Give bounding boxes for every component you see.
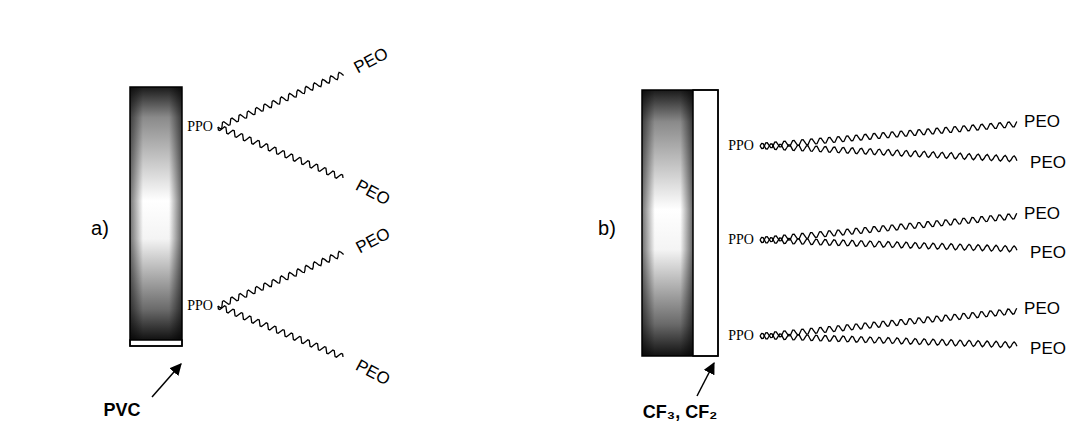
panel-label: a) [91,218,109,238]
anchor-block-label: PPO [187,120,213,134]
panel-label: b) [598,218,616,238]
anchor-block-label: PPO [728,329,754,343]
chain-label: PEO [353,224,393,256]
chain-label: PEO [353,356,393,388]
chain-label: PEO [1024,205,1060,222]
surface-label: CF₃, CF₂ [643,403,717,421]
anchor-block-label: PPO [187,299,213,313]
chain-label: PEO [351,44,391,76]
chain-label: PEO [1024,300,1060,317]
surface-label: PVC [103,401,140,419]
fluorinated-surface [642,90,718,356]
pointer-arrow [697,363,714,396]
peo-chain [218,72,344,128]
polymer-chains [218,72,1017,357]
chain-label: PEO [1030,154,1066,171]
peo-chain [760,237,1017,251]
peo-chain [760,213,1017,242]
anchor-block-label: PPO [728,139,754,153]
peo-chain [760,121,1017,148]
anchor-block-label: PPO [728,233,754,247]
peo-chain [760,333,1017,347]
peo-chain [218,127,343,178]
chain-label: PEO [1030,244,1066,261]
peo-chain [760,143,1017,161]
pvc-surface [130,87,182,346]
peo-chain [218,306,343,357]
chain-label: PEO [1024,113,1060,130]
chain-label: PEO [353,176,393,208]
peo-chain [218,251,344,307]
pointer-arrow [152,364,181,397]
chain-label: PEO [1030,340,1066,357]
peo-chain [760,308,1017,338]
